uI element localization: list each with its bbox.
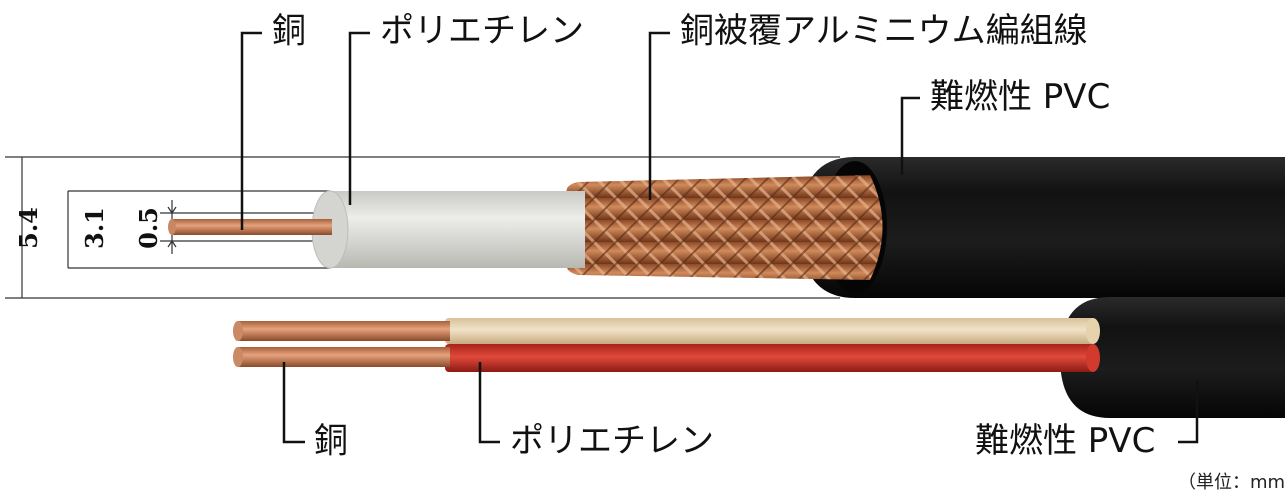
outer-jacket-lower (1060, 297, 1285, 418)
label-braid: 銅被覆アルミニウム編組線 (680, 11, 1088, 51)
dim-insulation-diameter: 3.1 (79, 207, 109, 249)
braid-shield (578, 175, 883, 280)
copper-conductor (172, 219, 332, 235)
label-pvc-bottom: 難燃性 PVC (975, 421, 1156, 461)
unit-note: （単位：mm） (1178, 472, 1285, 493)
dimension-guides (5, 156, 840, 299)
label-copper-bottom: 銅 (314, 421, 348, 461)
copper-wire-2 (238, 347, 450, 367)
cream-insulation (445, 318, 1095, 344)
polyethylene-insulation (330, 191, 585, 268)
red-insulation (445, 344, 1095, 372)
leader-lines (240, 31, 1199, 444)
label-pvc-top: 難燃性 PVC (930, 77, 1111, 117)
label-copper-top: 銅 (272, 11, 306, 51)
outer-jacket (800, 157, 1285, 298)
dim-conductor-diameter: 0.5 (133, 207, 163, 249)
power-cable (233, 297, 1285, 418)
dim-outer-diameter: 5.4 (13, 207, 43, 249)
coax-cable (168, 157, 1285, 298)
label-polyethylene-top: ポリエチレン (380, 11, 584, 51)
label-polyethylene-bottom: ポリエチレン (510, 421, 714, 461)
copper-wire-1 (238, 321, 450, 341)
